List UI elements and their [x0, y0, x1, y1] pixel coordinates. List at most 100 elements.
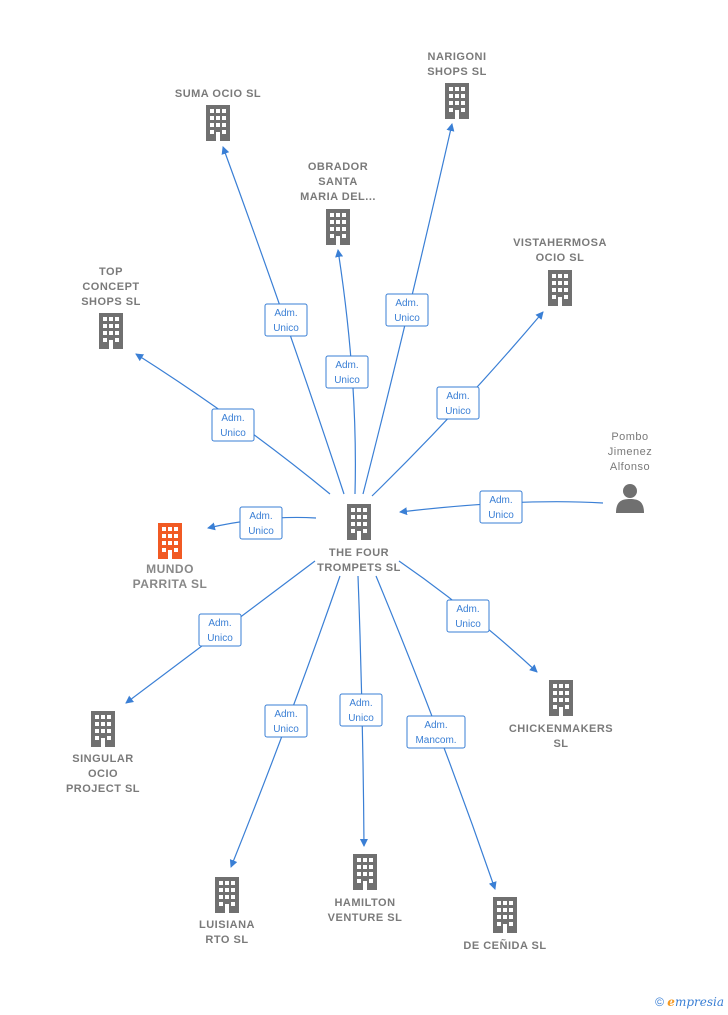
node-label: OCIO [88, 768, 118, 780]
edge-label-line: Unico [248, 526, 274, 537]
edge-label-top[interactable]: Adm.Unico [211, 408, 255, 442]
edge-label-vista[interactable]: Adm. Unico [436, 386, 480, 420]
brand-initial: e [667, 995, 675, 1009]
edge-label-line: Unico [445, 406, 471, 417]
node-label: CHICKENMAKERS [509, 723, 613, 735]
edge-label-line: Unico [394, 313, 420, 324]
footer-brand: © empresia [655, 995, 724, 1009]
edge-label-line: Unico [334, 375, 360, 386]
node-suma[interactable]: SUMA OCIO SL [175, 88, 261, 141]
node-label: SHOPS SL [81, 296, 141, 308]
edge-chicken: Adm. Unico [398, 560, 538, 673]
node-singular[interactable]: SINGULAR OCIO PROJECT SL [66, 711, 140, 795]
edge-top: Adm.Unico [135, 353, 331, 495]
node-label: SANTA [318, 176, 358, 188]
node-label: HAMILTON [334, 897, 395, 909]
edge-label-cenida[interactable]: Adm.Mancom. [406, 715, 466, 749]
edge-label-line: Adm. [208, 618, 231, 629]
edge-suma: Adm. Unico [221, 146, 345, 495]
node-hamilton[interactable]: HAMILTON VENTURE SL [328, 854, 403, 924]
node-label: MARIA DEL... [300, 191, 376, 203]
edge-label-line: Adm. [456, 604, 479, 615]
edge-label-line: Adm. [395, 298, 418, 309]
edge-label-luisiana[interactable]: Adm. Unico [264, 704, 308, 738]
node-chicken[interactable]: CHICKENMAKERS SL [509, 680, 613, 750]
node-label: CONCEPT [82, 281, 139, 293]
node-label: OBRADOR [308, 161, 368, 173]
edge-label-singular[interactable]: Adm. Unico [198, 613, 242, 647]
building-icon [99, 313, 123, 349]
building-icon [91, 711, 115, 747]
edge-obrador: Adm. Unico [325, 249, 369, 495]
edge-label-narigoni[interactable]: Adm. Unico [385, 293, 429, 327]
node-top[interactable]: TOP CONCEPT SHOPS SL [81, 266, 141, 349]
edge-label-line: Unico [273, 724, 299, 735]
edge-narigoni: Adm. Unico [362, 123, 455, 495]
node-label: TOP [99, 266, 123, 278]
edge-label-line: Unico [455, 619, 481, 630]
node-label: VISTAHERMOSA [513, 237, 607, 249]
node-label: Jimenez [608, 446, 652, 458]
node-label: NARIGONI [428, 51, 487, 63]
edge-mundo: Adm. Unico [207, 506, 317, 540]
edge-label-line: Adm. [335, 360, 358, 371]
node-label: SHOPS SL [427, 66, 487, 78]
edge-label-obrador[interactable]: Adm. Unico [325, 355, 369, 389]
edge-label-line: Adm. [424, 720, 447, 731]
edge-label-line: Adm. [274, 308, 297, 319]
edge-label-pombo[interactable]: Adm.Unico [479, 490, 523, 524]
node-narigoni[interactable]: NARIGONI SHOPS SL [427, 51, 487, 119]
edge-hamilton: Adm.Unico [339, 575, 383, 847]
building-icon [445, 83, 469, 119]
edge-label-line: Unico [273, 323, 299, 334]
node-label: DE CEÑIDA SL [463, 939, 546, 952]
node-label: THE FOUR [329, 547, 389, 559]
edge-label-line: Adm. [489, 495, 512, 506]
node-label: PARRITA SL [133, 577, 208, 591]
edges-layer: Adm.UnicoAdm.UnicoAdm.UnicoAdm.UnicoAdm.… [125, 123, 604, 890]
node-label: SINGULAR [72, 753, 133, 765]
edge-label-suma[interactable]: Adm. Unico [264, 303, 308, 337]
edge-cenida: Adm.Mancom. [375, 575, 497, 890]
building-icon [347, 504, 371, 540]
edge-label-mundo[interactable]: Adm. Unico [239, 506, 283, 540]
edge-label-line: Adm. [274, 709, 297, 720]
edge-label-hamilton[interactable]: Adm.Unico [339, 693, 383, 727]
edge-label-line: Unico [207, 633, 233, 644]
copyright-symbol: © [655, 995, 664, 1009]
node-label: PROJECT SL [66, 783, 140, 795]
brand-name: mpresia [674, 995, 724, 1009]
node-luisiana[interactable]: LUISIANA RTO SL [199, 877, 255, 946]
node-label: Pombo [611, 431, 648, 443]
node-cenida[interactable]: DE CEÑIDA SL [463, 897, 546, 952]
edge-luisiana: Adm. Unico [229, 575, 341, 868]
node-obrador[interactable]: OBRADOR SANTA MARIA DEL... [300, 161, 376, 245]
edge-singular: Adm. Unico [125, 560, 316, 704]
node-label: LUISIANA [199, 919, 255, 931]
building-icon [548, 270, 572, 306]
node-label: Alfonso [610, 461, 650, 473]
building-icon [353, 854, 377, 890]
node-label: VENTURE SL [328, 912, 403, 924]
node-label: RTO SL [205, 934, 248, 946]
building-icon [158, 523, 182, 559]
edge-label-line: Adm. [249, 511, 272, 522]
edge-label-line: Adm. [446, 391, 469, 402]
building-icon [326, 209, 350, 245]
building-icon [493, 897, 517, 933]
node-label: SUMA OCIO SL [175, 88, 261, 100]
edge-label-line: Unico [220, 428, 246, 439]
edge-label-chicken[interactable]: Adm. Unico [446, 599, 490, 633]
node-label: SL [553, 738, 568, 750]
building-icon [215, 877, 239, 913]
building-icon [206, 105, 230, 141]
node-label: MUNDO [146, 562, 194, 576]
person-icon [616, 484, 644, 513]
edge-vista: Adm. Unico [371, 311, 544, 497]
